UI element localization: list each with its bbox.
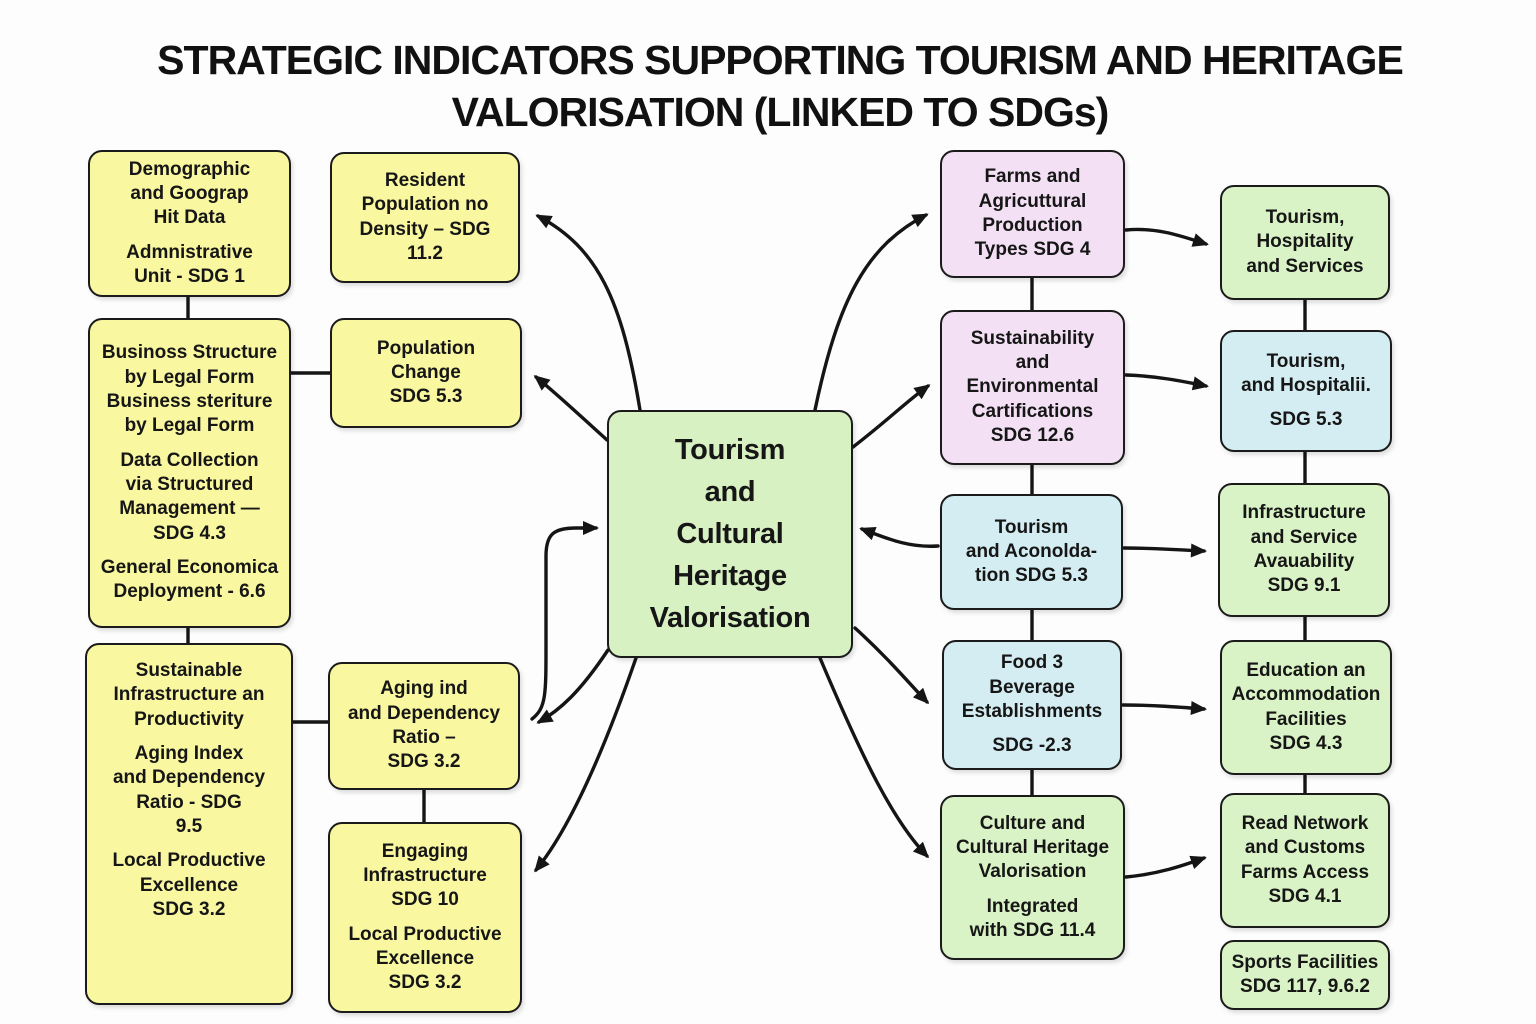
box-text: Businoss Structure by Legal Form Busines…: [101, 342, 278, 437]
arrow-center-to-aging: [536, 648, 610, 724]
box-text: General Economica Deployment - 6.6: [100, 556, 279, 603]
arrow-tourismaco-to-infrastructure: [1122, 543, 1207, 558]
box-text: SDG 5.3: [1269, 409, 1343, 431]
box-text: Read Network and Customs Farms Access SD…: [1240, 812, 1370, 907]
box-text: Aging Index and Dependency Ratio - SDG 9…: [112, 742, 266, 837]
box-text: Local Productive Excellence SDG 3.2: [348, 923, 502, 994]
box-aging-dependency-ratio: Aging ind and Dependency Ratio – SDG 3.2: [328, 662, 520, 790]
box-sports-facilities: Sports Facilities SDG 117, 9.6.2: [1220, 940, 1390, 1010]
box-text: Demographic and Goograp Hit Data: [128, 158, 251, 229]
box-text: Education an Accommodation Facilities SD…: [1231, 659, 1381, 754]
box-text: Farms and Agricuttural Production Types …: [974, 166, 1091, 261]
box-infrastructure-service-availability: Infrastructure and Service Avauability S…: [1218, 483, 1390, 617]
box-food-beverage-establishments: Food 3 Beverage Establishments SDG -2.3: [942, 640, 1122, 770]
arrow-aging-to-center: [530, 521, 599, 721]
box-text: Infrastructure and Service Avauability S…: [1242, 502, 1366, 597]
arrow-farms-to-tourismhosp: [1124, 227, 1209, 247]
box-text: Tourism and Aconolda- tion SDG 5.3: [965, 516, 1098, 587]
box-text: Resident Population no Density – SDG 11.…: [359, 169, 491, 264]
diagram-title: STRATEGIC INDICATORS SUPPORTING TOURISM …: [157, 37, 1404, 136]
arrow-culture-to-road: [1124, 855, 1207, 879]
arrow-tourismaco-to-center: [859, 527, 940, 548]
arrow-center-to-resident: [535, 214, 642, 412]
box-business-structure: Businoss Structure by Legal Form Busines…: [88, 318, 291, 628]
arrow-sustainability-to-hospitalii: [1124, 373, 1209, 391]
box-text: Tourism, Hospitality and Services: [1246, 207, 1364, 277]
arrow-center-to-farms: [813, 213, 929, 412]
box-text: Aging ind and Dependency Ratio – SDG 3.2: [347, 678, 501, 773]
box-text: Food 3 Beverage Establishments: [961, 652, 1103, 722]
box-text: Tourism, and Hospitalii.: [1241, 350, 1371, 396]
arrow-food-to-education: [1121, 701, 1207, 715]
box-text: SDG -2.3: [992, 735, 1072, 757]
arrow-center-to-populationchange: [533, 375, 609, 442]
box-text: Integrated with SDG 11.4: [969, 895, 1096, 941]
box-text: Population Change SDG 5.3: [376, 337, 476, 408]
box-text: Local Productive Excellence SDG 3.2: [112, 850, 266, 920]
box-tourism-accommodation: Tourism and Aconolda- tion SDG 5.3: [940, 494, 1123, 610]
box-education-accommodation-facilities: Education an Accommodation Facilities SD…: [1220, 640, 1392, 775]
box-resident-population-density: Resident Population no Density – SDG 11.…: [330, 152, 520, 283]
arrow-center-to-culture: [818, 656, 930, 859]
arrow-center-to-food: [853, 626, 930, 705]
box-road-network-access: Read Network and Customs Farms Access SD…: [1220, 793, 1390, 928]
box-text: Engaging Infrastructure SDG 10: [363, 840, 487, 911]
box-text: Tourism and Cultural Heritage Valorisati…: [649, 433, 811, 635]
box-text: Sustainability and Environmental Cartifi…: [966, 327, 1099, 446]
arrow-center-to-sustainability: [851, 384, 931, 449]
box-tourism-hospitality-sdg: Tourism, and Hospitalii. SDG 5.3: [1220, 330, 1392, 452]
box-tourism-hospitality-services: Tourism, Hospitality and Services: [1220, 185, 1390, 300]
box-culture-heritage-integrated: Culture and Cultural Heritage Valorisati…: [940, 795, 1125, 960]
box-tourism-cultural-heritage-valorisation: Tourism and Cultural Heritage Valorisati…: [607, 410, 853, 658]
box-text: Sustainable Infrastructure an Productivi…: [113, 660, 265, 730]
box-farms-agricultural-production: Farms and Agricuttural Production Types …: [940, 150, 1125, 278]
box-engaging-infrastructure: Engaging Infrastructure SDG 10 Local Pro…: [328, 822, 522, 1013]
box-demographic-geographic-data: Demographic and Goograp Hit Data Admnist…: [88, 150, 291, 297]
box-text: Sports Facilities SDG 117, 9.6.2: [1231, 951, 1379, 997]
box-sustainable-infrastructure: Sustainable Infrastructure an Productivi…: [85, 643, 293, 1005]
arrow-center-to-engaging: [534, 656, 638, 873]
box-text: Data Collection via Structured Managemen…: [119, 449, 260, 544]
box-text: Culture and Cultural Heritage Valorisati…: [955, 812, 1110, 883]
box-sustainability-environmental-certifications: Sustainability and Environmental Cartifi…: [940, 310, 1125, 465]
box-text: Admnistrative Unit - SDG 1: [126, 241, 253, 287]
box-population-change: Population Change SDG 5.3: [330, 318, 522, 428]
